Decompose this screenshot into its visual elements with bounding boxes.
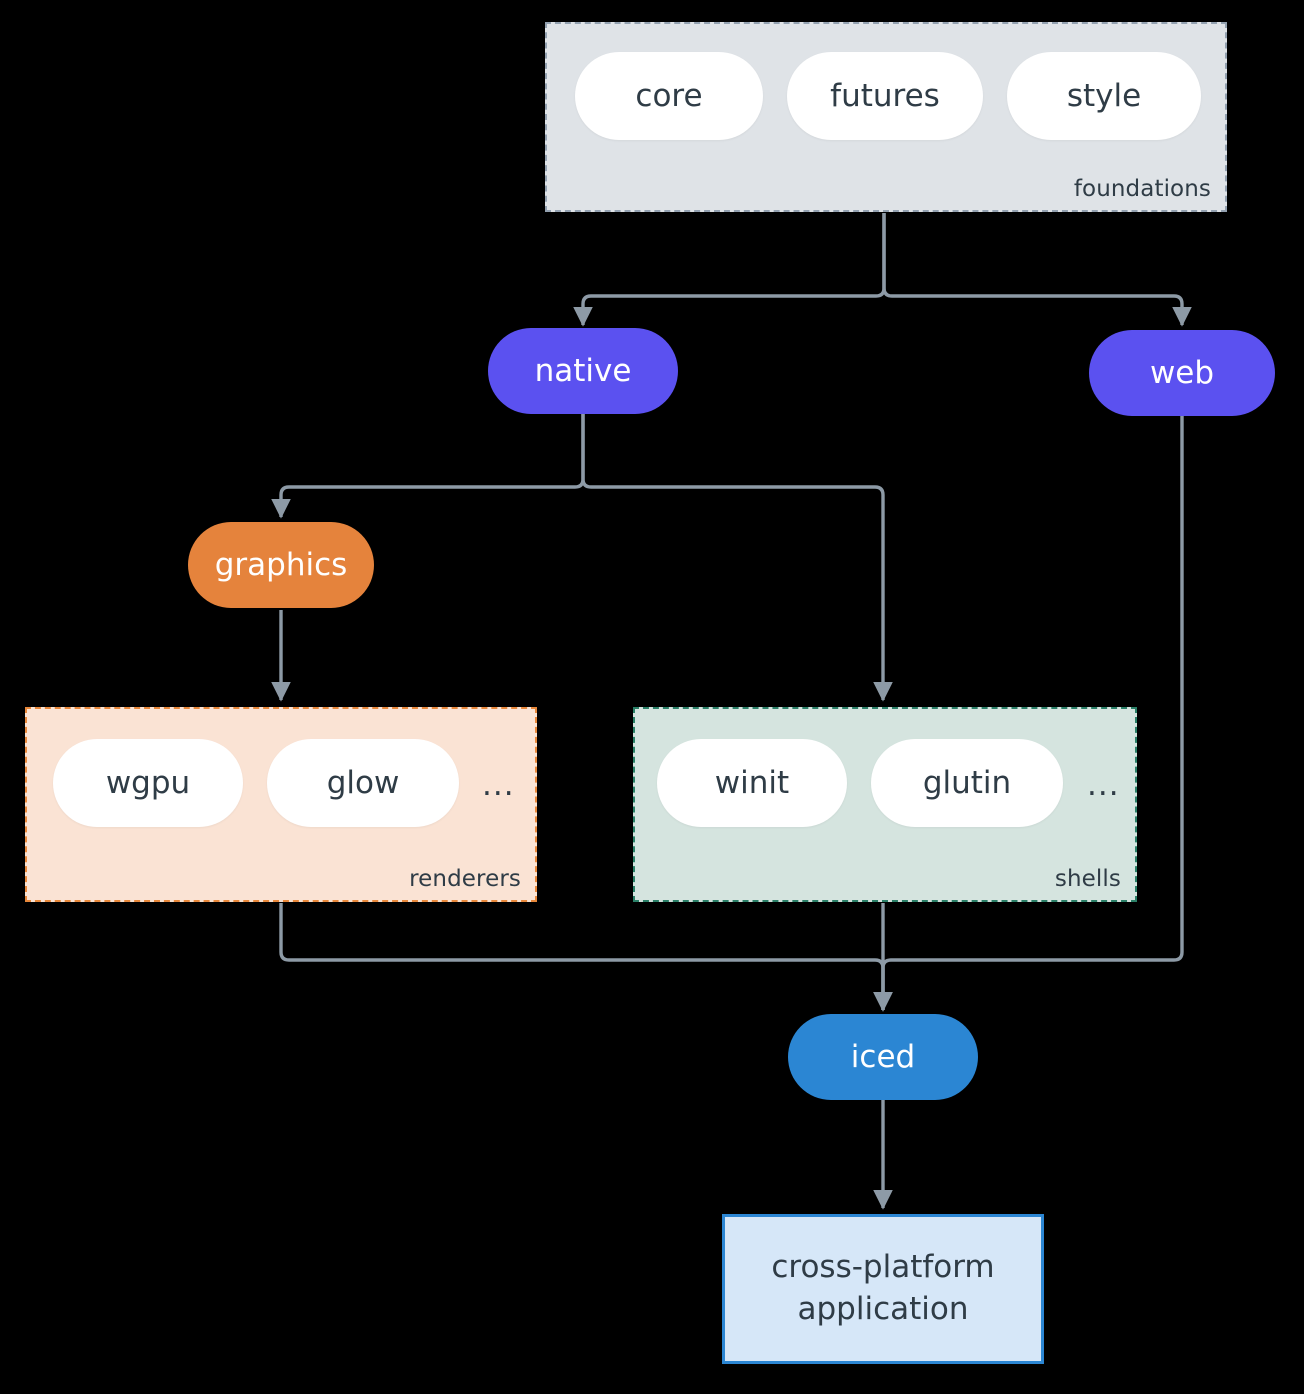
node-cross-platform-application[interactable]: cross-platform application xyxy=(722,1214,1044,1364)
group-label-renderers: renderers xyxy=(409,866,521,892)
group-renderers: wgpu glow ... renderers xyxy=(25,707,537,902)
application-line-2: application xyxy=(797,1291,969,1327)
node-core[interactable]: core xyxy=(575,52,763,140)
node-futures[interactable]: futures xyxy=(787,52,983,140)
node-iced[interactable]: iced xyxy=(788,1014,978,1100)
edge-native-graphics xyxy=(271,414,585,519)
node-web[interactable]: web xyxy=(1089,330,1275,416)
node-glow[interactable]: glow xyxy=(267,739,459,827)
group-label-foundations: foundations xyxy=(1073,176,1211,202)
group-foundations: core futures style foundations xyxy=(545,22,1227,212)
edge-web-iced xyxy=(873,416,1184,1012)
application-line-1: cross-platform xyxy=(771,1249,995,1286)
group-shells: winit glutin ... shells xyxy=(633,707,1137,902)
edge-foundations-native xyxy=(573,213,886,327)
edge-foundations-web xyxy=(882,213,1192,327)
group-label-shells: shells xyxy=(1054,866,1121,892)
edge-renderers-iced xyxy=(279,903,893,1012)
node-native[interactable]: native xyxy=(488,328,678,414)
node-graphics[interactable]: graphics xyxy=(188,522,374,608)
shells-more-ellipsis: ... xyxy=(1087,767,1120,803)
node-wgpu[interactable]: wgpu xyxy=(53,739,243,827)
renderers-more-ellipsis: ... xyxy=(482,767,515,803)
node-winit[interactable]: winit xyxy=(657,739,847,827)
node-glutin[interactable]: glutin xyxy=(871,739,1063,827)
edge-native-shells xyxy=(581,414,893,702)
node-style[interactable]: style xyxy=(1007,52,1201,140)
